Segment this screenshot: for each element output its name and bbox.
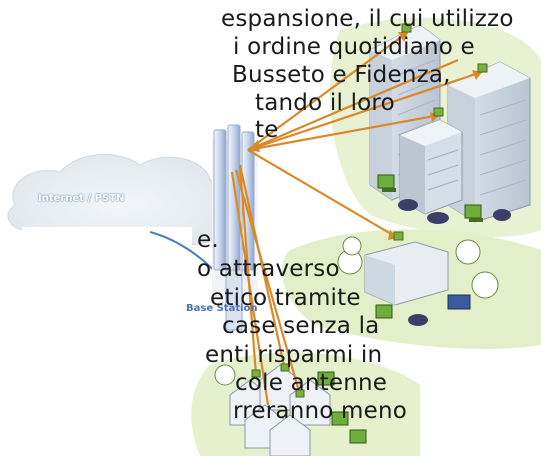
wireless-links: [230, 31, 483, 406]
article-line-8: etico tramite: [210, 285, 361, 311]
article-line-10: enti risparmi in: [205, 342, 383, 368]
article-line-2: i ordine quotidiano e: [233, 34, 475, 60]
article-line-11: cole antenne: [235, 370, 388, 396]
article-line-7: o attraverso: [197, 256, 340, 282]
subscriber-antennas: [251, 23, 488, 398]
article-line-6: e.: [197, 227, 219, 253]
article-line-12: rreranno meno: [233, 398, 408, 424]
office-devices: [377, 174, 511, 224]
article-line-9: case senza la: [222, 313, 380, 339]
article-line-5: te: [255, 117, 279, 143]
cloud-label: Internet / PSTN: [38, 193, 125, 204]
base-station-label: Base Station: [186, 303, 258, 314]
article-line-4: tando il loro: [255, 90, 395, 116]
office-buildings: [369, 24, 531, 223]
article-line-1: espansione, il cui utilizzo: [221, 6, 514, 32]
article-line-3: Busseto e Fidenza,: [232, 62, 451, 88]
campus-building: [337, 236, 499, 326]
